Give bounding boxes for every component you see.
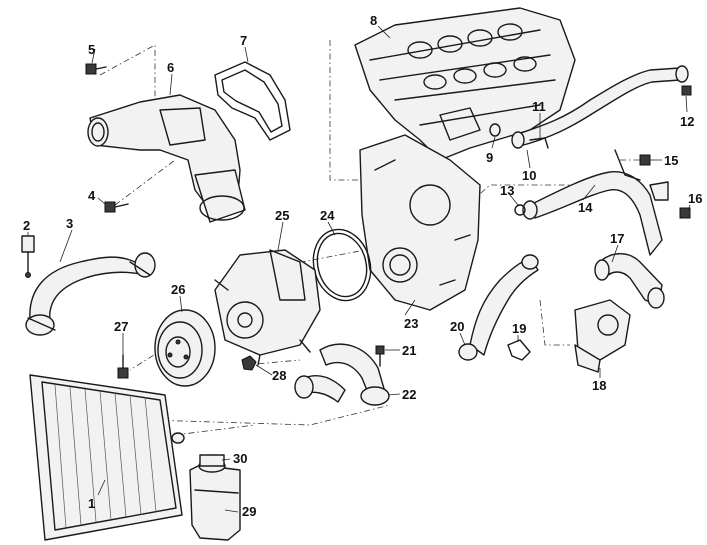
- callout-15: 15: [664, 153, 678, 168]
- callout-11: 11: [532, 99, 546, 114]
- gasket-9: [489, 123, 501, 137]
- heater-hose-10: [511, 65, 689, 149]
- callout-17: 17: [610, 231, 624, 246]
- bolt-21: [375, 345, 385, 367]
- callout-10: 10: [522, 168, 536, 183]
- callout-30: 30: [233, 451, 247, 466]
- temperature-sensor-2: [21, 235, 35, 278]
- callout-26: 26: [171, 282, 185, 297]
- hose-20: [458, 254, 539, 361]
- callout-18: 18: [592, 378, 606, 393]
- callout-19: 19: [512, 321, 526, 336]
- pump-pulley: [154, 309, 216, 387]
- thermostat-housing: [87, 94, 246, 223]
- callout-22: 22: [402, 387, 416, 402]
- camshaft-lobes: [407, 23, 537, 90]
- callout-8: 8: [370, 13, 377, 28]
- thermostat-gasket: [214, 61, 291, 141]
- callout-3: 3: [66, 216, 73, 231]
- callout-13: 13: [500, 183, 514, 198]
- nut-28: [241, 355, 257, 371]
- bolt-12: [681, 85, 692, 96]
- hose-22: [319, 343, 390, 406]
- callout-5: 5: [88, 42, 95, 57]
- hose-28: [294, 374, 346, 403]
- callout-21: 21: [402, 343, 416, 358]
- callout-labels: 1 2 3 4 5 6 7 8 9 10 11 12 13 14 15 16 1…: [23, 13, 702, 519]
- bolt-5: [85, 63, 107, 75]
- callout-20: 20: [450, 319, 464, 334]
- expansion-tank-cap: [198, 454, 226, 473]
- callout-9: 9: [486, 150, 493, 165]
- callout-23: 23: [404, 316, 418, 331]
- bolt-27: [117, 354, 129, 379]
- radiator: [29, 374, 185, 541]
- callout-4: 4: [88, 188, 96, 203]
- callout-29: 29: [242, 504, 256, 519]
- bolt-15: [639, 154, 651, 166]
- hose-17: [594, 253, 665, 309]
- callout-12: 12: [680, 114, 694, 129]
- bolt-16: [679, 207, 691, 219]
- bolt-4: [104, 201, 129, 213]
- callout-7: 7: [240, 33, 247, 48]
- callout-28: 28: [272, 368, 286, 383]
- auxiliary-valve-18: [574, 299, 631, 373]
- callout-2: 2: [23, 218, 30, 233]
- callout-6: 6: [167, 60, 174, 75]
- clip-19: [507, 339, 531, 361]
- callout-27: 27: [114, 319, 128, 334]
- clamp-13: [514, 204, 526, 216]
- hose-14: [522, 149, 669, 256]
- callout-14: 14: [578, 200, 593, 215]
- callout-24: 24: [320, 208, 335, 223]
- timing-cover: [359, 134, 481, 311]
- connector-11: [529, 137, 549, 149]
- bolts: [85, 63, 692, 379]
- cylinder-head: [354, 7, 576, 161]
- callout-16: 16: [688, 191, 702, 206]
- expansion-tank: [189, 464, 241, 541]
- callout-25: 25: [275, 208, 289, 223]
- radiator-fins: [54, 384, 157, 529]
- radiator-hose-3: [25, 252, 156, 336]
- callout-1: 1: [88, 496, 95, 511]
- leader-lines: [27, 25, 691, 513]
- water-pump: [214, 249, 321, 366]
